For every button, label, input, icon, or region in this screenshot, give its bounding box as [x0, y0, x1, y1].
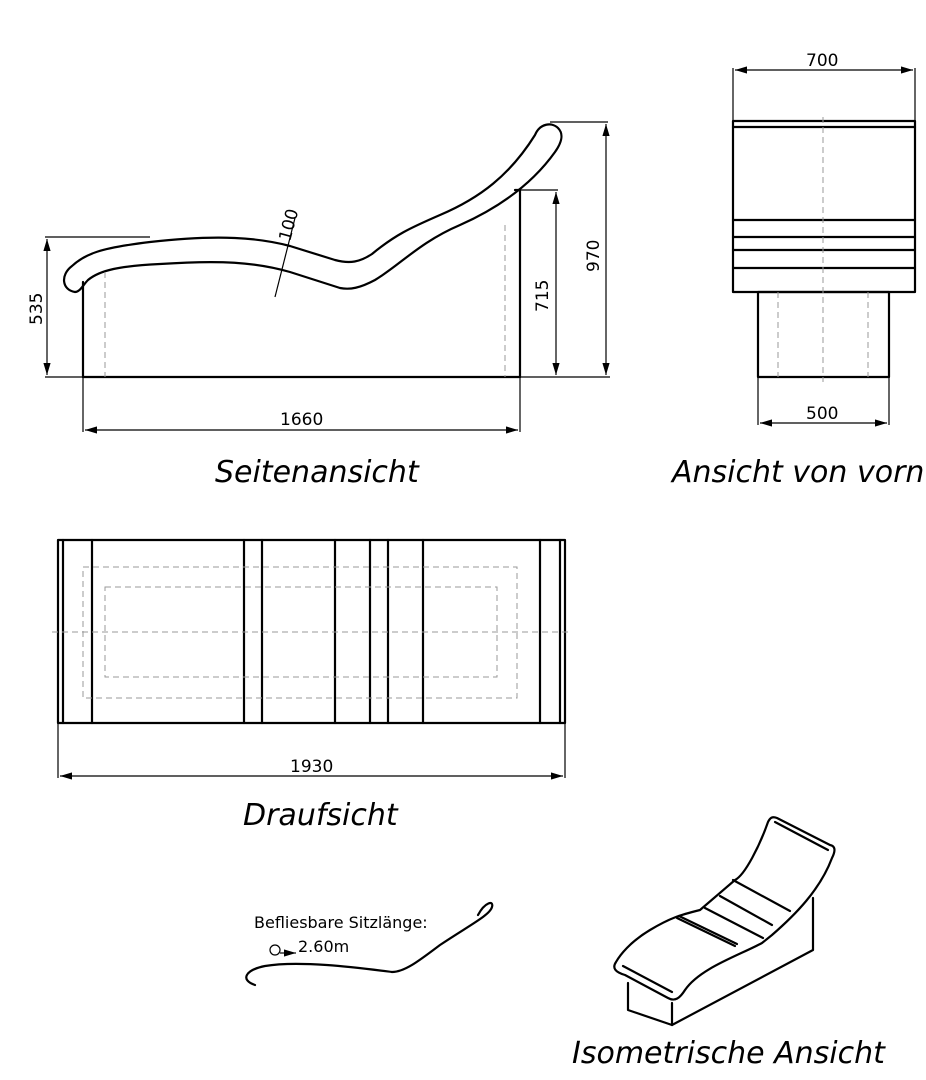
front-view: 700 500 Ansicht von vorn: [670, 51, 924, 490]
dim-970: 970: [584, 240, 604, 272]
lounger-seat-profile: [63, 123, 563, 294]
note-label: Befliesbare Sitzlänge:: [254, 913, 428, 932]
dim-100: 100: [276, 207, 304, 244]
dim-1660: 1660: [280, 410, 323, 430]
dim-535: 535: [27, 293, 47, 325]
side-view: 535 715 970 1660 100 Seitenansicht: [27, 121, 610, 490]
isometric-view-title: Isometrische Ansicht: [572, 1036, 886, 1071]
dim-500: 500: [806, 404, 838, 424]
top-view: 1930 Draufsicht: [52, 538, 572, 833]
curve-icon: [245, 901, 494, 987]
seat-length-note: Befliesbare Sitzlänge: 2.60m: [245, 901, 494, 987]
dim-700: 700: [806, 51, 838, 71]
dim-1930: 1930: [290, 757, 333, 777]
note-value: 2.60m: [298, 937, 349, 956]
side-view-title: Seitenansicht: [215, 455, 420, 490]
dim-715: 715: [533, 280, 553, 312]
isometric-view: Isometrische Ansicht: [572, 816, 886, 1071]
back-post-line: [513, 188, 522, 379]
front-view-title: Ansicht von vorn: [670, 455, 924, 490]
top-view-title: Draufsicht: [243, 798, 399, 833]
